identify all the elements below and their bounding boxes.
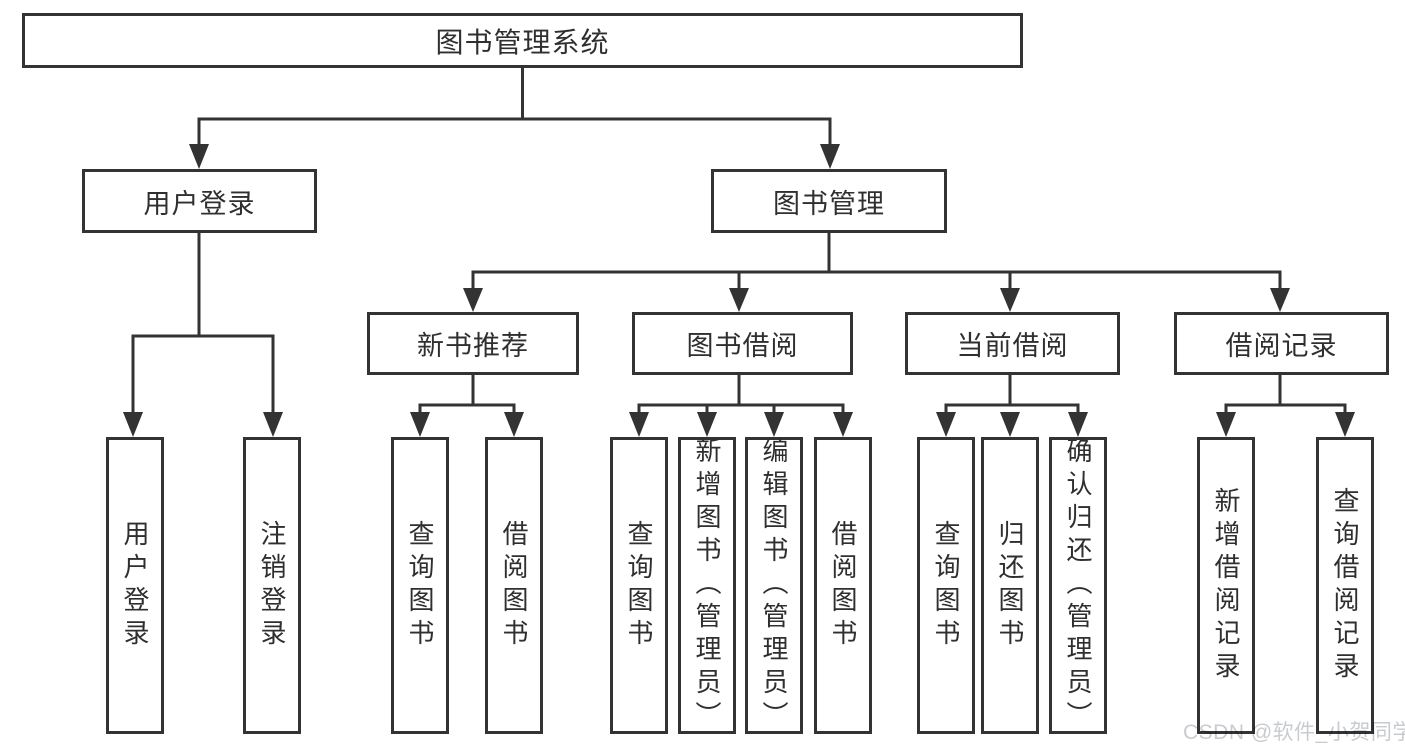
node-book-borrow: 图书借阅 xyxy=(632,312,853,375)
leaf-edit-book-admin-label: 编辑图书（管理员） xyxy=(759,437,789,734)
leaf-query-books-3-label: 查询图书 xyxy=(931,519,961,652)
node-new-book-recommend: 新书推荐 xyxy=(367,312,579,375)
leaf-confirm-return-admin: 确认归还（管理员） xyxy=(1049,437,1107,734)
leaf-add-borrow-record: 新增借阅记录 xyxy=(1197,437,1255,734)
leaf-query-books-2: 查询图书 xyxy=(610,437,668,734)
leaf-user-login: 用户登录 xyxy=(106,437,164,734)
node-new-book-recommend-label: 新书推荐 xyxy=(417,331,529,361)
node-current-borrow: 当前借阅 xyxy=(905,312,1120,375)
leaf-logout-label: 注销登录 xyxy=(257,519,287,652)
leaf-add-book-admin: 新增图书（管理员） xyxy=(678,437,736,734)
leaf-confirm-return-admin-label: 确认归还（管理员） xyxy=(1063,437,1093,734)
leaf-borrow-books-2-label: 借阅图书 xyxy=(828,519,858,652)
leaf-query-books-2-label: 查询图书 xyxy=(624,519,654,652)
node-book-management: 图书管理 xyxy=(711,169,947,233)
node-root: 图书管理系统 xyxy=(22,13,1023,68)
leaf-logout: 注销登录 xyxy=(243,437,301,734)
node-borrow-record: 借阅记录 xyxy=(1174,312,1389,375)
node-user-login: 用户登录 xyxy=(82,169,317,233)
node-user-login-label: 用户登录 xyxy=(143,188,256,219)
leaf-borrow-books-2: 借阅图书 xyxy=(814,437,872,734)
leaf-query-books-1-label: 查询图书 xyxy=(405,519,435,652)
leaf-return-book-label: 归还图书 xyxy=(995,519,1025,652)
leaf-query-books-3: 查询图书 xyxy=(917,437,975,734)
node-borrow-record-label: 借阅记录 xyxy=(1225,331,1338,361)
watermark-text: CSDN @软件_小贺同学 xyxy=(1183,721,1405,744)
leaf-borrow-books-1: 借阅图书 xyxy=(485,437,543,734)
leaf-borrow-books-1-label: 借阅图书 xyxy=(499,519,529,652)
node-root-label: 图书管理系统 xyxy=(435,26,610,58)
node-book-borrow-label: 图书借阅 xyxy=(686,331,799,361)
node-current-borrow-label: 当前借阅 xyxy=(956,331,1069,361)
node-book-management-label: 图书管理 xyxy=(773,188,885,219)
leaf-add-book-admin-label: 新增图书（管理员） xyxy=(692,437,722,734)
leaf-query-borrow-record-label: 查询借阅记录 xyxy=(1330,486,1360,685)
leaf-query-borrow-record: 查询借阅记录 xyxy=(1316,437,1374,734)
leaf-edit-book-admin: 编辑图书（管理员） xyxy=(745,437,803,734)
leaf-query-books-1: 查询图书 xyxy=(391,437,449,734)
leaf-return-book: 归还图书 xyxy=(981,437,1039,734)
leaf-user-login-label: 用户登录 xyxy=(120,519,150,652)
leaf-add-borrow-record-label: 新增借阅记录 xyxy=(1211,486,1241,685)
